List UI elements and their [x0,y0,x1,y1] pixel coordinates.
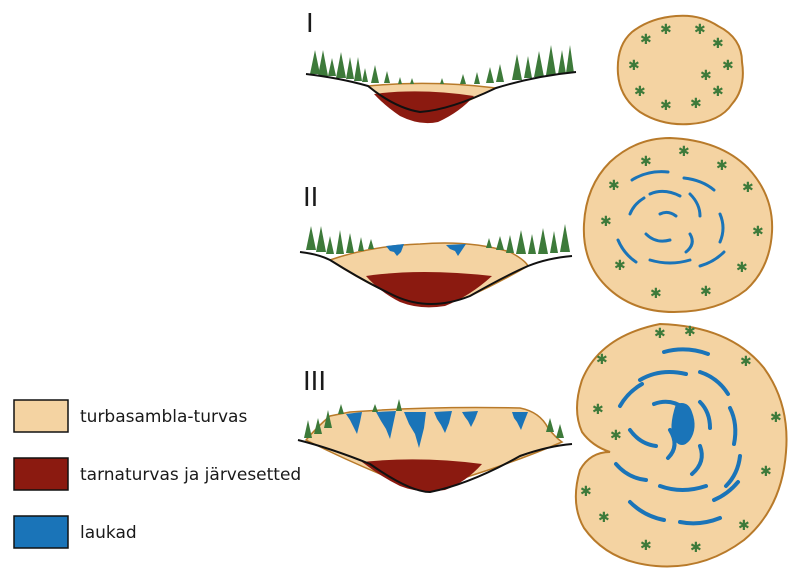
legend-label-sedge-peat: tarnaturvas ja järvesetted [80,465,301,485]
stage-1-sediment-layer [374,91,474,124]
svg-text:✱: ✱ [608,178,620,194]
svg-text:✱: ✱ [592,402,604,418]
svg-text:✱: ✱ [684,324,696,340]
svg-text:✱: ✱ [690,96,702,112]
stage-2-plan-shrubs: ✱ ✱ ✱ ✱ ✱ ✱ ✱ ✱ ✱ ✱ ✱ [600,144,764,302]
stage-3-bog-outline [574,322,788,568]
stage-3-plan-view: ✱ ✱ ✱ ✱ ✱ ✱ ✱ ✱ ✱ ✱ ✱ ✱ ✱ [574,322,788,568]
stage-3-trees [304,399,564,438]
stage-3-cross-section: III [297,367,573,494]
svg-text:✱: ✱ [740,354,752,370]
legend-label-pools: laukad [80,523,137,543]
svg-text:✱: ✱ [654,326,666,342]
svg-text:✱: ✱ [690,540,702,556]
svg-text:✱: ✱ [700,68,712,84]
svg-text:✱: ✱ [742,180,754,196]
stage-2-plan-pools [616,170,726,268]
svg-text:✱: ✱ [678,144,690,160]
stage-2-plan-view: ✱ ✱ ✱ ✱ ✱ ✱ ✱ ✱ ✱ ✱ ✱ [582,136,774,314]
legend: turbasambla-turvas tarnaturvas ja järves… [13,399,301,549]
svg-text:✱: ✱ [598,510,610,526]
stage-2-trees [306,224,570,254]
svg-text:✱: ✱ [694,22,706,38]
stage-2-pools [386,244,466,256]
svg-text:✱: ✱ [610,428,622,444]
legend-item-pools: laukad [13,515,137,549]
legend-swatch-pools [13,515,69,549]
stage-3-label: III [303,367,326,397]
legend-swatch-peat-moss [13,399,69,433]
stage-1-plan-view: ✱✱✱ ✱✱✱ ✱✱✱ ✱✱ [616,14,744,126]
stage-3-ground-line [297,439,573,494]
stage-3-sediment-layer [362,459,482,492]
svg-text:✱: ✱ [634,84,646,100]
svg-text:✱: ✱ [712,84,724,100]
svg-text:✱: ✱ [722,58,734,74]
svg-text:✱: ✱ [580,484,592,500]
stage-1-label: I [306,9,314,39]
stage-3-central-pool [671,403,695,445]
legend-swatch-sedge-peat [13,457,69,491]
stage-1-trees [310,45,574,84]
svg-text:✱: ✱ [650,286,662,302]
legend-label-peat-moss: turbasambla-turvas [80,407,247,427]
stage-1-ground-line [305,71,577,114]
stage-2-ground-line [299,251,573,305]
svg-text:✱: ✱ [736,260,748,276]
svg-text:✱: ✱ [752,224,764,240]
svg-text:✱: ✱ [760,464,772,480]
stage-2-cross-section: II [299,183,573,308]
legend-item-peat-moss: turbasambla-turvas [13,399,247,433]
svg-text:✱: ✱ [716,158,728,174]
svg-text:✱: ✱ [640,154,652,170]
stage-1-plan-shrubs: ✱✱✱ ✱✱✱ ✱✱✱ ✱✱ [628,22,734,114]
stage-1-cross-section: I [305,9,577,124]
svg-text:✱: ✱ [700,284,712,300]
stage-3-plan-shrubs: ✱ ✱ ✱ ✱ ✱ ✱ ✱ ✱ ✱ ✱ ✱ ✱ ✱ [580,324,782,556]
stage-2-label: II [303,183,318,213]
legend-item-sedge-peat: tarnaturvas ja järvesetted [13,457,301,491]
svg-text:✱: ✱ [640,538,652,554]
svg-text:✱: ✱ [640,32,652,48]
stage-3-plan-pools [614,347,742,526]
svg-text:✱: ✱ [628,58,640,74]
svg-text:✱: ✱ [738,518,750,534]
stage-3-pools [346,411,528,448]
stage-2-sediment-layer [366,272,492,308]
stage-1-bog-outline [616,14,744,126]
svg-text:✱: ✱ [770,410,782,426]
svg-text:✱: ✱ [660,22,672,38]
svg-text:✱: ✱ [614,258,626,274]
svg-text:✱: ✱ [660,98,672,114]
svg-text:✱: ✱ [600,214,612,230]
svg-text:✱: ✱ [712,36,724,52]
svg-text:✱: ✱ [596,352,608,368]
stage-2-bog-outline [582,136,774,314]
